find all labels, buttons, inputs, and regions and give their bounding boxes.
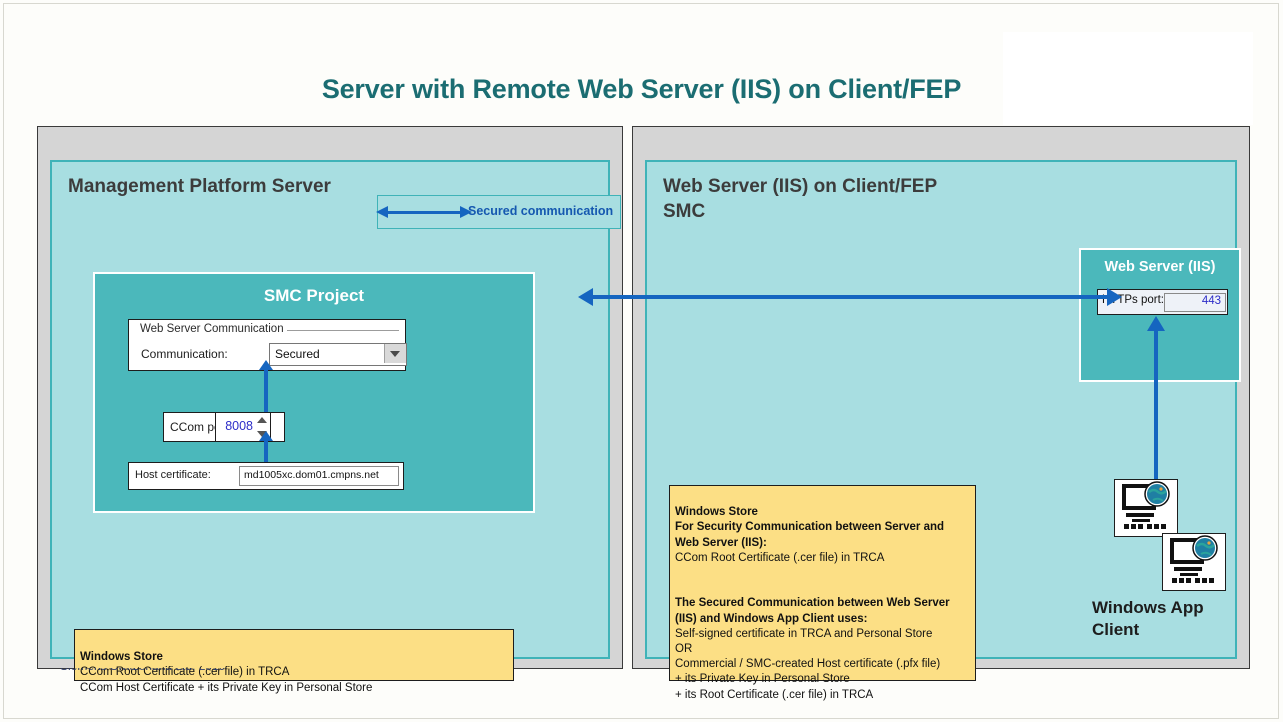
https-port-value: 443 [1201, 295, 1221, 307]
host-certificate-input[interactable]: md1005xc.dom01.cmpns.net [239, 466, 399, 486]
double-headed-arrow-icon [376, 206, 472, 218]
smc-project-title: SMC Project [263, 286, 365, 305]
connector-ccom-to-hostcert [259, 431, 273, 462]
smc-project-box: SMC Project Web Server Communication Com… [93, 272, 535, 513]
communication-dropdown[interactable]: Secured [269, 343, 407, 366]
right-note-para1-heading: For Security Communication between Serve… [675, 521, 945, 549]
computer-globe-icon [1114, 479, 1178, 537]
left-panel-heading: Management Platform Server [68, 176, 331, 197]
web-server-iis-panel: Web Server (IIS) on Client/FEP SMC Web S… [645, 160, 1241, 701]
iis-to-client-arrow [1147, 316, 1165, 496]
connector-groupbox-to-ccom [259, 360, 273, 412]
left-windows-store-note: Windows Store CCom Root Certificate (.ce… [74, 629, 514, 694]
legend-label: Secured communication [468, 204, 614, 218]
right-outer-container: Web Server (IIS) on Client/FEP SMC Web S… [632, 126, 1250, 701]
web-server-iis-title: Web Server (IIS) [1104, 259, 1216, 275]
chevron-down-icon[interactable] [384, 344, 406, 363]
host-certificate-label: Host certificate: [135, 469, 211, 481]
web-server-iis-box: Web Server (IIS) HTTPs port: 443 [1079, 248, 1241, 382]
footer-clipped-text: Siemens Switzerland Ltd. 2019 [60, 668, 360, 676]
left-note-heading: Windows Store [80, 650, 163, 663]
https-port-input[interactable]: 443 [1164, 293, 1226, 312]
left-outer-container: Management Platform Server Secured commu… [37, 126, 623, 694]
host-certificate-value: md1005xc.dom01.cmpns.net [244, 469, 379, 481]
ccom-port-value: 8008 [225, 419, 253, 433]
right-panel-heading: Web Server (IIS) on Client/FEP SMC [663, 176, 938, 222]
groupbox-title: Web Server Communication [137, 323, 287, 335]
right-windows-store-note: Windows Store For Security Communication… [669, 485, 976, 701]
management-platform-server-panel: Management Platform Server Secured commu… [50, 160, 621, 694]
groupbox-divider [279, 330, 399, 331]
communication-label: Communication: [141, 347, 228, 361]
right-note-para2-body: Self-signed certificate in TRCA and Pers… [675, 627, 941, 701]
computer-globe-icon-secondary [1162, 533, 1226, 591]
left-note-lines: CCom Root Certificate (.cer file) in TRC… [80, 666, 373, 694]
secured-communication-arrow [578, 288, 1122, 306]
windows-app-client-label: Windows App Client [1092, 598, 1204, 639]
right-note-para1-body: CCom Root Certificate (.cer file) in TRC… [675, 551, 885, 564]
decorative-white-patch [1003, 32, 1253, 125]
communication-value: Secured [275, 347, 320, 361]
right-note-heading: Windows Store [675, 506, 758, 519]
legend-box: Secured communication [376, 195, 621, 229]
right-note-para2-heading: The Secured Communication between Web Se… [675, 597, 950, 625]
page-title: Server with Remote Web Server (IIS) on C… [321, 74, 962, 104]
host-certificate-row: Host certificate: md1005xc.dom01.cmpns.n… [128, 462, 404, 490]
